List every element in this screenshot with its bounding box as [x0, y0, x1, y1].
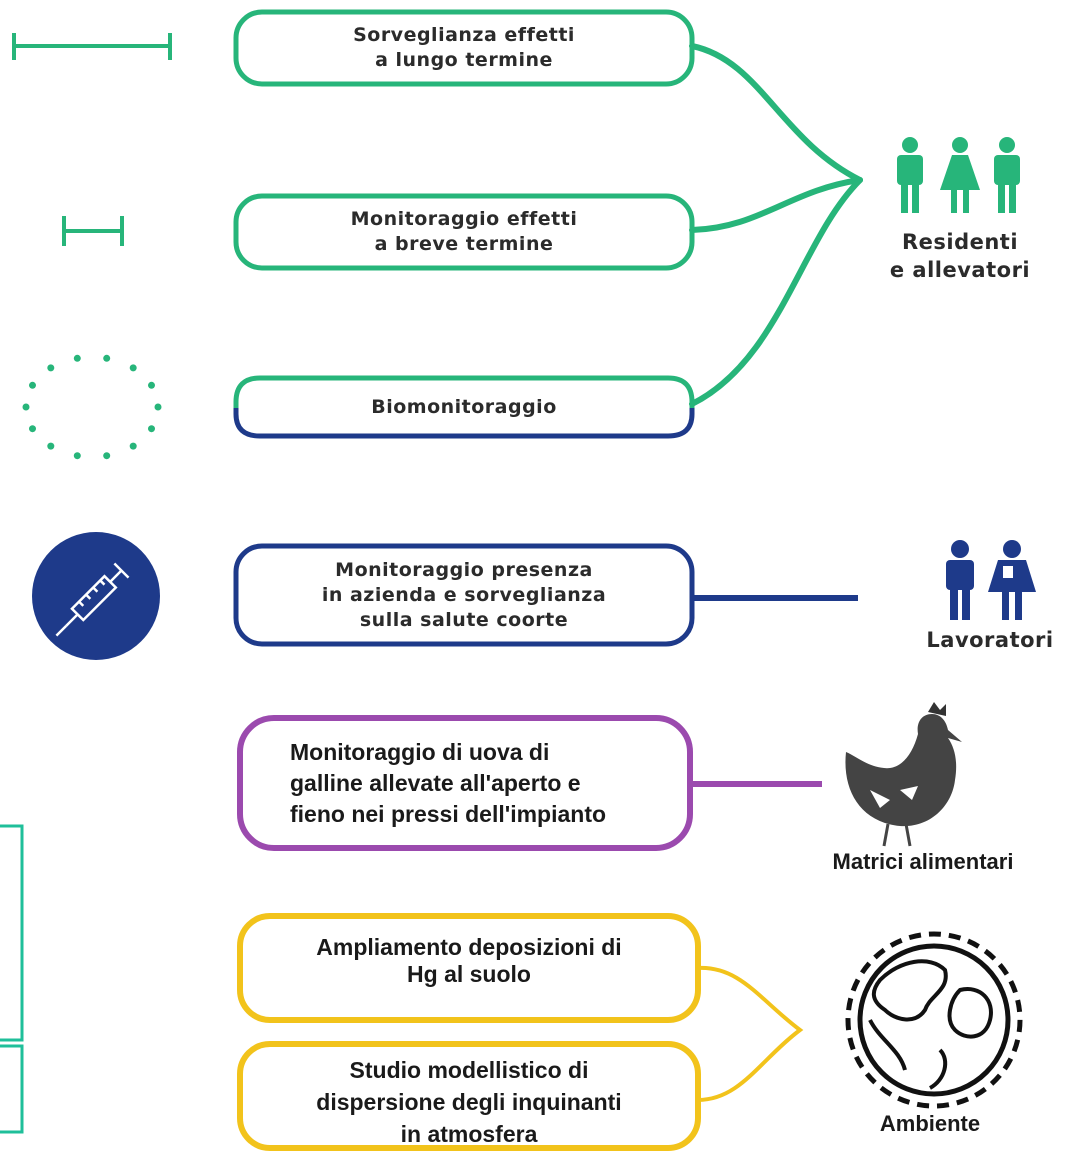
group-food-label: Matrici alimentari — [832, 849, 1014, 874]
box-biomonitoring-outline — [233, 375, 695, 439]
people-icon — [897, 137, 1020, 213]
dot — [47, 364, 55, 372]
box-short-term: Monitoraggio effetti a breve termine — [350, 208, 578, 255]
dotted-circle-icon — [22, 354, 162, 460]
dot — [73, 354, 81, 362]
group-environment-label: Ambiente — [879, 1111, 981, 1136]
globe-icon — [845, 931, 1023, 1109]
connector-environment — [697, 965, 804, 1102]
dot — [103, 452, 111, 460]
box-dispersion-outline — [237, 1041, 701, 1151]
dot — [47, 442, 55, 450]
dot — [29, 425, 36, 433]
box-biomonitoring: Biomonitoraggio — [371, 395, 557, 418]
dot — [103, 354, 111, 362]
box-food-monitoring: Monitoraggio di uova di galline allevate… — [290, 738, 607, 827]
dot — [148, 381, 155, 389]
dot — [129, 364, 137, 372]
box-workers-monitoring: Monitoraggio presenza in azienda e sorve… — [321, 558, 607, 631]
group-workers-label: Lavoratori — [926, 628, 1054, 652]
frame-outline-top — [0, 824, 24, 1042]
dot — [22, 403, 30, 411]
box-dispersion: Studio modellistico di dispersione degli… — [316, 1057, 622, 1147]
group-residents-label: Residenti e allevatori — [889, 230, 1031, 282]
long-range-icon — [12, 33, 172, 60]
syringe-icon — [32, 532, 160, 660]
hen-icon — [845, 702, 962, 847]
connectors-residents — [689, 43, 863, 407]
short-range-icon — [62, 216, 124, 246]
box-long-term: Sorveglianza effetti a lungo termine — [353, 24, 575, 71]
dot — [154, 403, 162, 411]
frame-outline-bottom — [0, 1044, 24, 1134]
box-deposition: Ampliamento deposizioni di Hg al suolo — [316, 934, 622, 987]
dot — [29, 381, 36, 389]
dot — [148, 425, 155, 433]
workers-icon — [946, 540, 1036, 620]
dot — [129, 442, 137, 450]
dot — [73, 452, 81, 460]
